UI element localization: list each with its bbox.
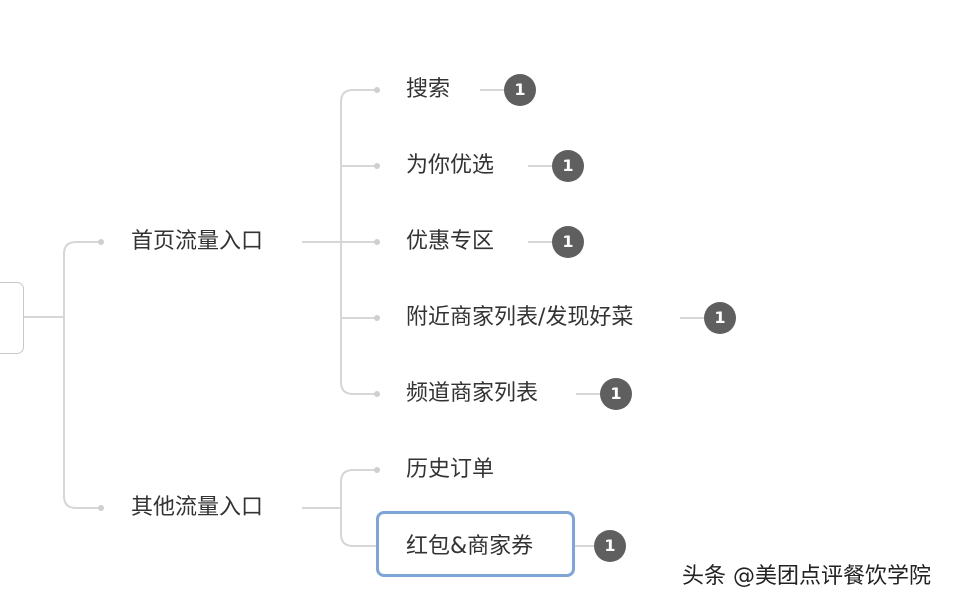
leaf-search[interactable]: 搜索 (406, 77, 451, 102)
leaf-nearby-merchants[interactable]: 附近商家列表/发现好菜 (406, 305, 634, 330)
leaf-recommended[interactable]: 为你优选 (406, 153, 495, 178)
watermark-text: 头条 @美团点评餐饮学院 (682, 564, 931, 589)
count-badge: 1 (552, 226, 584, 258)
count-badge: 1 (600, 378, 632, 410)
leaf-coupons-selected[interactable]: 红包&商家券 (376, 511, 575, 577)
count-badge: 1 (504, 74, 536, 106)
leaf-deals-zone[interactable]: 优惠专区 (406, 229, 495, 254)
count-badge: 1 (552, 150, 584, 182)
root-node[interactable] (0, 282, 24, 354)
branch-homepage-traffic[interactable]: 首页流量入口 (131, 229, 264, 254)
branch-other-traffic[interactable]: 其他流量入口 (131, 495, 264, 520)
leaf-channel-merchants[interactable]: 频道商家列表 (406, 381, 539, 406)
leaf-order-history[interactable]: 历史订单 (406, 457, 495, 482)
count-badge: 1 (704, 302, 736, 334)
count-badge: 1 (594, 530, 626, 562)
